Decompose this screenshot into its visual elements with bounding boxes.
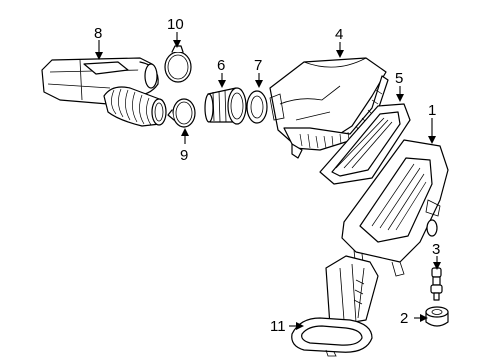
part-6-coupling[interactable] [204, 87, 247, 125]
callout-1: 1 [428, 102, 436, 119]
part-2-grommet[interactable] [425, 306, 449, 327]
callout-6: 6 [217, 57, 225, 74]
callout-labels: 1 2 3 4 5 6 7 8 9 10 11 [94, 16, 440, 335]
part-7-seal[interactable] [246, 90, 268, 124]
part-9-clamp[interactable] [167, 98, 196, 128]
callout-2: 2 [400, 310, 408, 327]
callout-9: 9 [180, 147, 188, 164]
callout-8: 8 [94, 25, 102, 42]
callout-10: 10 [167, 16, 184, 33]
part-5-filter-element[interactable] [319, 103, 411, 185]
part-1-lower-housing[interactable] [341, 139, 449, 277]
part-4-upper-cover[interactable] [269, 57, 389, 159]
callout-11: 11 [270, 318, 286, 335]
part-3-stud[interactable] [430, 267, 443, 301]
callout-3: 3 [432, 241, 440, 258]
part-10-clamp[interactable] [164, 45, 192, 83]
part-11-inlet-duct[interactable] [291, 255, 379, 357]
callout-7: 7 [254, 57, 262, 74]
callout-4: 4 [335, 26, 343, 43]
callout-5: 5 [395, 70, 403, 87]
leader-lines [95, 32, 441, 330]
part-8-intake-duct[interactable] [41, 57, 167, 127]
